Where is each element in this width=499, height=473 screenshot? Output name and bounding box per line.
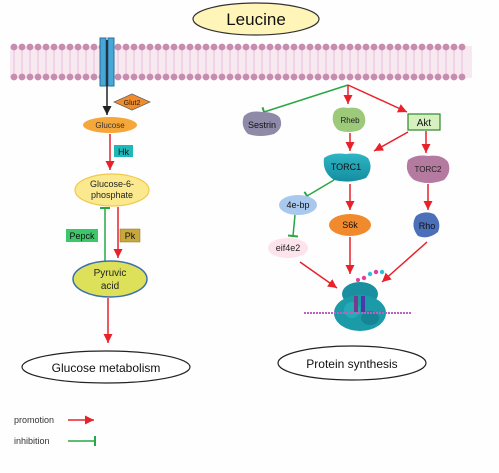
akt-to-torc1-arrow: [373, 131, 409, 152]
sestrin-node: Sestrin: [242, 111, 282, 136]
glut2-label: Glut2: [124, 100, 141, 107]
rheb-label: Rheb: [340, 116, 360, 125]
glut2-channel: [99, 37, 115, 87]
eif4e2-node: eif4e2: [268, 238, 308, 258]
pepck-label: Pepck: [69, 231, 95, 241]
pyruvic-acid-node: Pyruvic acid: [72, 260, 148, 298]
torc2-label: TORC2: [415, 165, 443, 174]
4ebp-node: 4e-bp: [279, 195, 317, 215]
rho-node: Rho: [413, 212, 440, 238]
torc1-node: TORC1: [323, 153, 371, 182]
g6p-label-line1: Glucose-6-: [90, 179, 134, 189]
torc1-inhibits-4ebp: [303, 179, 335, 201]
legend-promotion-label: promotion: [14, 415, 54, 425]
pk-label: Pk: [125, 231, 136, 241]
leucine-to-akt-arrow: [347, 84, 408, 113]
rho-label: Rho: [419, 221, 436, 231]
eif4e2-to-ribosome-arrow: [299, 261, 338, 289]
hk-label: Hk: [118, 147, 129, 157]
pyruvic-label-line1: Pyruvic: [94, 268, 127, 279]
pk-enzyme: Pk: [119, 228, 141, 243]
glucose-metabolism-outcome: Glucose metabolism: [21, 350, 191, 384]
s6k-label: S6k: [342, 220, 358, 230]
torc2-node: TORC2: [406, 155, 450, 183]
pepck-enzyme: Pepck: [66, 229, 98, 242]
legend-inhibition-label: inhibition: [14, 436, 50, 446]
ribosome-icon: [304, 269, 412, 331]
protein-synthesis-outcome: Protein synthesis: [277, 345, 427, 381]
akt-label: Akt: [417, 118, 432, 129]
leucine-inhibits-sestrin: [261, 84, 349, 118]
protein-synthesis-label: Protein synthesis: [306, 357, 397, 371]
g6p-node: Glucose-6- phosphate: [74, 173, 150, 207]
sestrin-label: Sestrin: [248, 120, 276, 130]
glucose-label: Glucose: [95, 121, 125, 130]
akt-node: Akt: [407, 113, 441, 131]
pyruvic-label-line2: acid: [101, 281, 119, 292]
glucose-node: Glucose: [83, 117, 137, 133]
leucine-node: Leucine: [192, 2, 320, 36]
leucine-label: Leucine: [226, 10, 286, 29]
cell-membrane: [10, 43, 472, 81]
4ebp-label: 4e-bp: [286, 200, 309, 210]
glut2-node: Glut2: [113, 93, 151, 111]
rheb-node: Rheb: [332, 107, 366, 132]
torc1-label: TORC1: [331, 162, 361, 172]
g6p-label-line2: phosphate: [91, 190, 133, 200]
hk-enzyme: Hk: [114, 145, 133, 157]
eif4e2-label: eif4e2: [276, 243, 301, 253]
4ebp-inhibits-eif4e2: [287, 214, 299, 238]
rho-to-ribosome-arrow: [381, 241, 428, 283]
s6k-node: S6k: [329, 214, 371, 236]
legend: promotion inhibition: [14, 415, 96, 446]
glucose-metabolism-label: Glucose metabolism: [52, 361, 161, 375]
